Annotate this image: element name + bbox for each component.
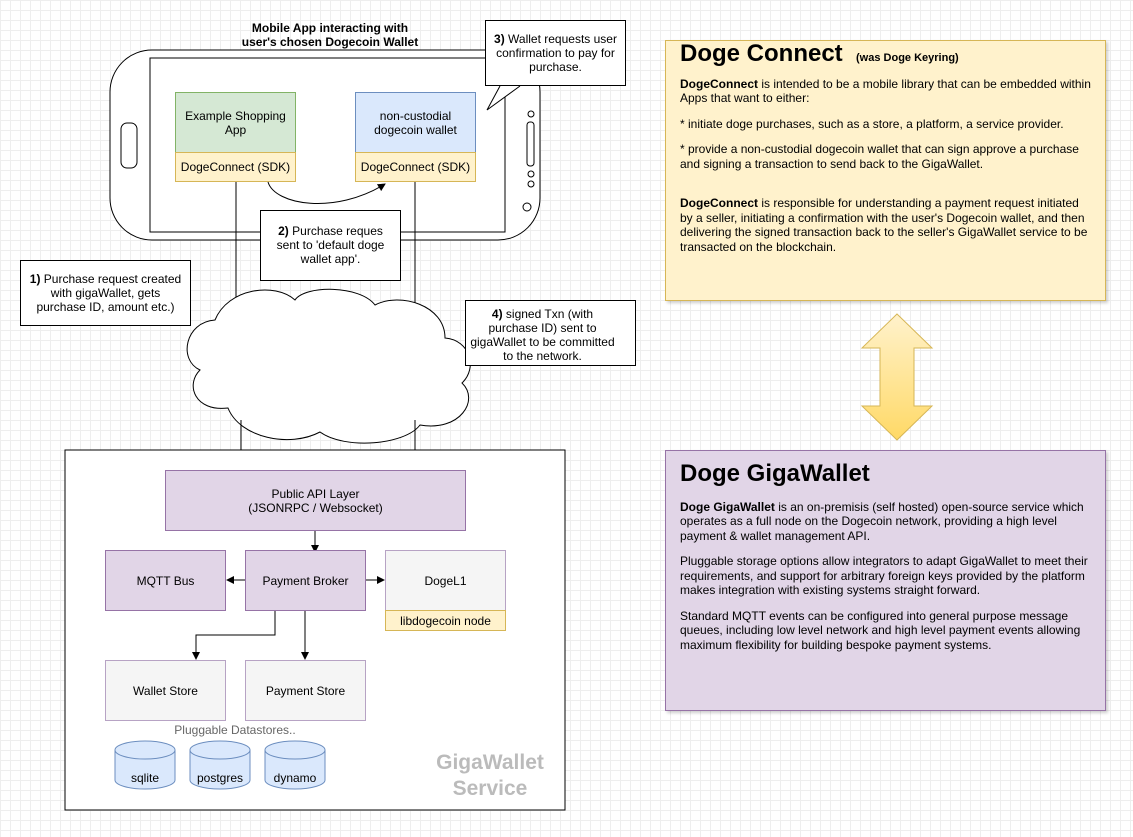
payment-store-label: Payment Store: [265, 683, 346, 698]
doge-gigawallet-p1-rest: is an on-premisis (self hosted) open-sou…: [680, 499, 1084, 543]
dogel1[interactable]: DogeL1: [385, 550, 506, 611]
doge-connect-p4-bold: DogeConnect: [680, 196, 758, 210]
callout-1-number: 1): [29, 272, 41, 286]
payment-broker[interactable]: Payment Broker: [245, 550, 366, 611]
phone-title-line1: Mobile App interacting with: [251, 21, 409, 35]
arrow-broker-to-wallet-store: [192, 610, 276, 660]
doge-connect-p1-bold: DogeConnect: [680, 76, 758, 91]
payment-broker-label: Payment Broker: [262, 573, 349, 588]
wallet-app[interactable]: non-custodial dogecoin wallet: [355, 92, 476, 153]
doge-gigawallet-panel: Doge GigaWallet Doge GigaWallet is an on…: [665, 450, 1106, 711]
libdogecoin-node[interactable]: libdogecoin node: [385, 610, 506, 631]
doge-connect-p2: * initiate doge purchases, such as a sto…: [680, 116, 1064, 131]
wallet-store-label: Wallet Store: [133, 683, 198, 698]
libdogecoin-label: libdogecoin node: [400, 613, 491, 628]
gigawallet-service-watermark: GigaWallet Service: [420, 750, 560, 802]
public-api-layer[interactable]: Public API Layer (JSONRPC / Websocket): [165, 470, 466, 531]
callout-2-number: 2): [278, 224, 289, 238]
doge-connect-subtitle: (was Doge Keyring): [856, 52, 959, 64]
public-api-line2: (JSONRPC / Websocket): [248, 500, 383, 515]
doge-gigawallet-title: Doge GigaWallet: [680, 460, 870, 487]
doge-connect-p3: * provide a non-custodial dogecoin walle…: [680, 142, 1079, 171]
doge-connect-panel: Doge Connect (was Doge Keyring) DogeConn…: [665, 40, 1106, 301]
mqtt-bus-label: MQTT Bus: [136, 573, 195, 588]
dogel1-label: DogeL1: [424, 573, 467, 588]
doge-gigawallet-p3: Standard MQTT events can be configured i…: [680, 608, 1081, 652]
doge-connect-p4: DogeConnect is responsible for understan…: [680, 196, 1091, 254]
shop-app-sdk-label: DogeConnect (SDK): [180, 160, 291, 174]
wallet-app-sdk[interactable]: DogeConnect (SDK): [355, 152, 476, 182]
watermark-line2: Service: [452, 777, 528, 800]
mqtt-bus[interactable]: MQTT Bus: [105, 550, 226, 611]
doge-gigawallet-p1-bold: Doge GigaWallet: [680, 499, 775, 514]
arrow-shop-to-wallet: [267, 181, 386, 204]
doge-connect-p1-rest: is intended to be a mobile library that …: [680, 76, 1091, 106]
payment-store[interactable]: Payment Store: [245, 660, 366, 721]
doge-connect-title: Doge Connect: [680, 40, 843, 67]
callout-4-text: signed Txn (with purchase ID) sent to gi…: [470, 307, 615, 363]
callout-1-text: Purchase request created with gigaWallet…: [36, 272, 182, 314]
callout-3-tail: [486, 85, 521, 111]
doge-gigawallet-p1: Doge GigaWallet is an on-premisis (self …: [680, 500, 1091, 544]
callout-4: 4) signed Txn (with purchase ID) sent to…: [465, 300, 636, 366]
db-sqlite-label: sqlite: [130, 771, 159, 785]
callout-3-number: 3): [494, 32, 505, 46]
db-cylinder-postgres: [189, 740, 251, 790]
shop-app-label: Example Shopping App: [185, 108, 286, 137]
double-arrow: [860, 313, 934, 441]
callout-4-number: 4): [491, 307, 503, 321]
wallet-store[interactable]: Wallet Store: [105, 660, 226, 721]
db-cylinder-sqlite: [114, 740, 176, 790]
doge-gigawallet-p2: Pluggable storage options allow integrat…: [680, 554, 1088, 597]
shop-app[interactable]: Example Shopping App: [175, 92, 296, 153]
db-cylinder-dynamo: [264, 740, 326, 790]
phone-title: Mobile App interacting with user's chose…: [200, 21, 460, 49]
db-dynamo-label: dynamo: [273, 771, 317, 785]
phone-title-line2: user's chosen Dogecoin Wallet: [241, 35, 419, 49]
db-postgres-label: postgres: [196, 771, 244, 785]
callout-1: 1) Purchase request created with gigaWal…: [20, 260, 191, 326]
public-api-line1: Public API Layer: [271, 486, 360, 501]
callout-3-text: Wallet requests user confirmation to pay…: [496, 32, 617, 74]
wallet-app-sdk-label: DogeConnect (SDK): [360, 160, 471, 174]
wallet-app-label: non-custodial dogecoin wallet: [374, 108, 457, 137]
callout-2-text: Purchase reques sent to 'default doge wa…: [276, 224, 385, 266]
pluggable-datastores-label: Pluggable Datastores..: [174, 723, 296, 737]
callout-2: 2) Purchase reques sent to 'default doge…: [260, 210, 401, 281]
doge-connect-p1: DogeConnect is intended to be a mobile l…: [680, 77, 1091, 106]
watermark-line1: GigaWallet: [436, 751, 544, 774]
callout-3: 3) Wallet requests user confirmation to …: [485, 20, 626, 86]
network-cloud: [186, 288, 471, 444]
shop-app-sdk[interactable]: DogeConnect (SDK): [175, 152, 296, 182]
doge-connect-p4-rest: is responsible for understanding a payme…: [680, 196, 1088, 254]
